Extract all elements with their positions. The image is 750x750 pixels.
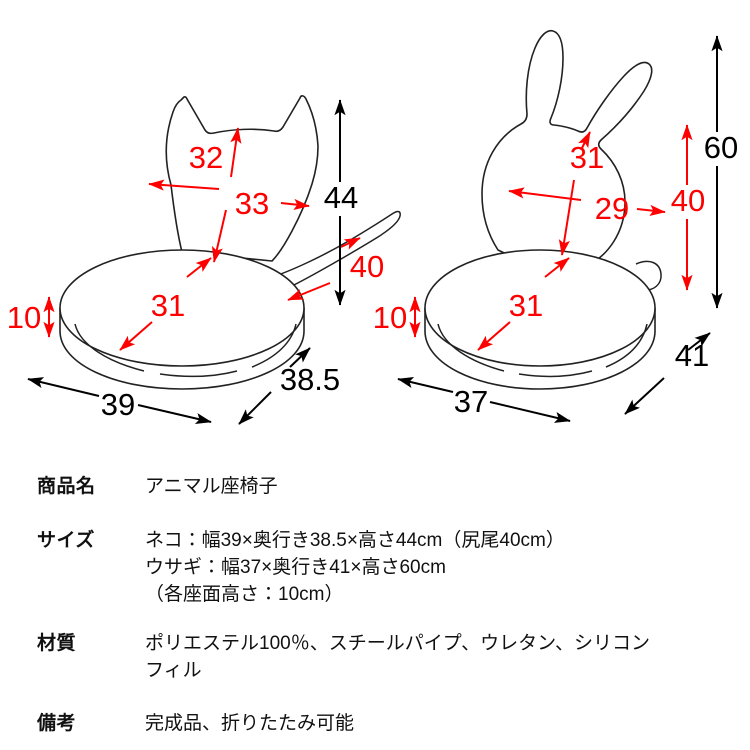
spec-label-product-name: 商品名	[37, 476, 96, 497]
dimension-illustrations: 32 33 31 10 40 44	[6, 29, 742, 425]
spec-label-size: サイズ	[37, 530, 95, 551]
rabbit-dim-41-arrow-lower	[624, 377, 665, 415]
rabbit-dim-29-label: 29	[595, 191, 629, 226]
spec-label-material: 材質	[37, 633, 77, 654]
cat-dim-32-label: 32	[189, 140, 223, 175]
cat-dim-44-label: 44	[324, 180, 358, 215]
rabbit-dim-29-arrow-left	[508, 187, 582, 201]
cat-dim-39-arrow-right	[137, 404, 212, 425]
specification-table: 商品名 アニマル座椅子 サイズ ネコ：幅39×奥行き38.5×高さ44cm（尻尾…	[0, 455, 750, 750]
cat-dim-33-label: 33	[235, 186, 269, 221]
rabbit-chair-drawing: 31 29 31 10 40 60	[373, 29, 742, 423]
cat-dim-385-arrow-lower	[238, 391, 272, 425]
rabbit-dim-29-arrow-right	[636, 204, 666, 216]
cat-dim-39-label: 39	[101, 387, 135, 422]
cat-dim-39-arrow-left	[27, 377, 100, 397]
cat-dim-385-label: 38.5	[280, 362, 340, 397]
rabbit-dim-31s-arrow-lower	[477, 321, 511, 351]
cat-dim-31-label: 31	[151, 288, 185, 323]
rabbit-dim-41-label: 41	[675, 338, 709, 373]
cat-dim-33-arrow-left	[148, 179, 220, 191]
spec-value-material: ポリエステル100％、スチールパイプ、ウレタン、シリコン フィル	[145, 633, 650, 681]
spec-row-note: 備考 完成品、折りたたみ可能	[0, 710, 750, 737]
rabbit-dim-31-seat-label: 31	[509, 288, 543, 323]
cat-head-backrest-shape	[165, 95, 319, 262]
rabbit-dim-37-label: 37	[454, 384, 488, 419]
rabbit-dim-31-head-label: 31	[570, 140, 604, 175]
cat-dim-10-label: 10	[7, 300, 41, 335]
diagram-area: 32 33 31 10 40 44	[6, 29, 742, 425]
rabbit-dim-37-arrow-right	[489, 401, 571, 423]
cat-dim-32-arrow-lower	[211, 209, 227, 263]
spec-row-material: 材質 ポリエステル100％、スチールパイプ、ウレタン、シリコン フィル	[0, 630, 750, 684]
rabbit-dim-41-arrow-upper	[687, 332, 711, 351]
spec-label-note: 備考	[37, 713, 77, 734]
rabbit-dim-31h-arrow-upper	[578, 131, 591, 151]
cat-dim-40-label: 40	[350, 249, 384, 284]
cat-dim-31-arrow-upper	[186, 257, 212, 278]
rabbit-dim-37-arrow-left	[397, 377, 454, 393]
cat-dim-32-arrow-upper	[230, 127, 242, 178]
spec-row-product-name: 商品名 アニマル座椅子	[0, 473, 750, 500]
cat-dim-40-arrow-lower	[287, 282, 331, 301]
rabbit-head-backrest-shape	[481, 29, 653, 275]
spec-value-note: 完成品、折りたたみ可能	[145, 713, 355, 734]
rabbit-dim-60-label: 60	[704, 130, 738, 165]
cat-dim-385-arrow-upper	[289, 347, 311, 368]
rabbit-dim-31h-arrow-lower	[558, 179, 575, 256]
cat-chair-drawing: 32 33 31 10 40 44	[7, 95, 401, 425]
spec-row-size: サイズ ネコ：幅39×奥行き38.5×高さ44cm（尻尾40cm） ウサギ：幅3…	[0, 527, 750, 608]
cat-dim-33-arrow-right	[280, 198, 310, 210]
rabbit-dim-40-label: 40	[671, 183, 705, 218]
spec-value-product-name: アニマル座椅子	[145, 476, 278, 497]
spec-value-size: ネコ：幅39×奥行き38.5×高さ44cm（尻尾40cm） ウサギ：幅37×奥行…	[145, 530, 565, 605]
rabbit-dim-31s-arrow-upper	[544, 257, 570, 278]
rabbit-dim-10-label: 10	[373, 300, 407, 335]
cat-dim-31-arrow-lower	[119, 321, 153, 351]
